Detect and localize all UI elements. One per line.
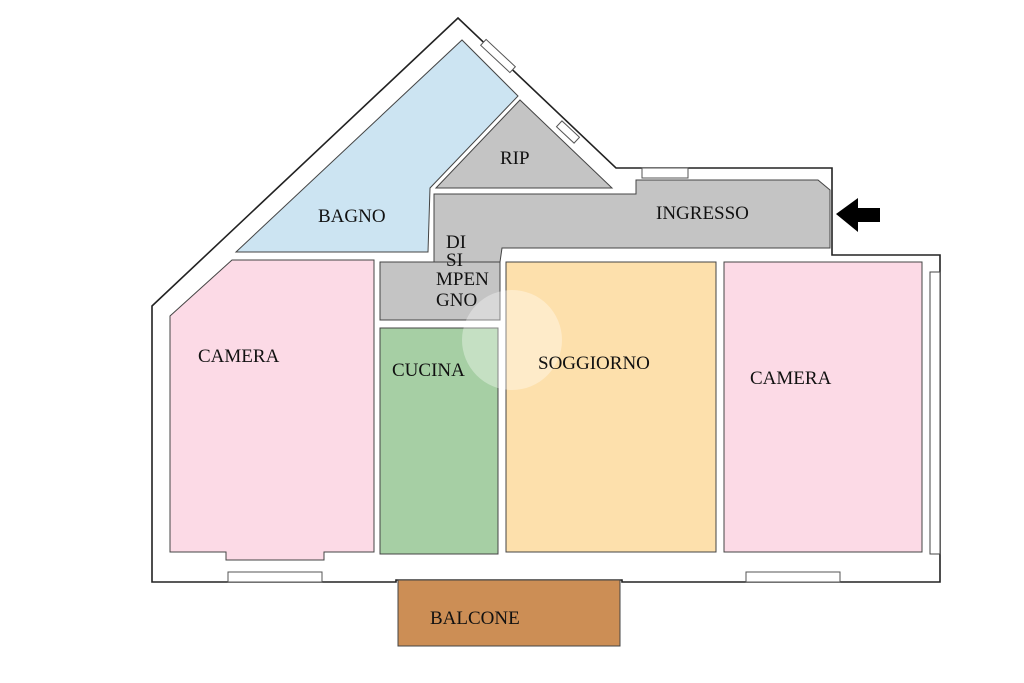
arrow-left-icon — [836, 198, 880, 232]
room-camera-left — [169, 259, 375, 561]
room-soggiorno — [505, 261, 717, 553]
label-cucina: CUCINA — [392, 360, 465, 381]
window-bagno — [479, 38, 517, 74]
room-disimpegno — [379, 261, 501, 321]
label-disimpegno-4: GNO — [436, 290, 477, 311]
label-balcone: BALCONE — [430, 608, 520, 629]
label-ingresso: INGRESSO — [656, 203, 749, 224]
label-rip: RIP — [500, 148, 530, 169]
room-balcone — [397, 579, 621, 647]
window-camera-left — [227, 571, 323, 583]
label-disimpegno-3: MPEN — [436, 269, 489, 290]
label-soggiorno: SOGGIORNO — [538, 353, 650, 374]
label-camera-left: CAMERA — [198, 346, 280, 367]
windows — [227, 38, 841, 583]
neighbor-wall — [929, 271, 941, 555]
window-rip — [555, 120, 581, 144]
room-rip — [434, 99, 614, 189]
watermark-logo — [462, 290, 562, 390]
window-camera-right — [745, 571, 841, 583]
label-disimpegno-1: DI — [446, 232, 466, 253]
label-bagno: BAGNO — [318, 206, 386, 227]
window-ingresso — [641, 167, 689, 179]
room-camera-right — [723, 261, 923, 553]
room-bagno — [234, 39, 519, 253]
label-camera-right: CAMERA — [750, 368, 832, 389]
room-cucina — [379, 327, 499, 555]
label-disimpegno-2: SI — [446, 250, 463, 271]
